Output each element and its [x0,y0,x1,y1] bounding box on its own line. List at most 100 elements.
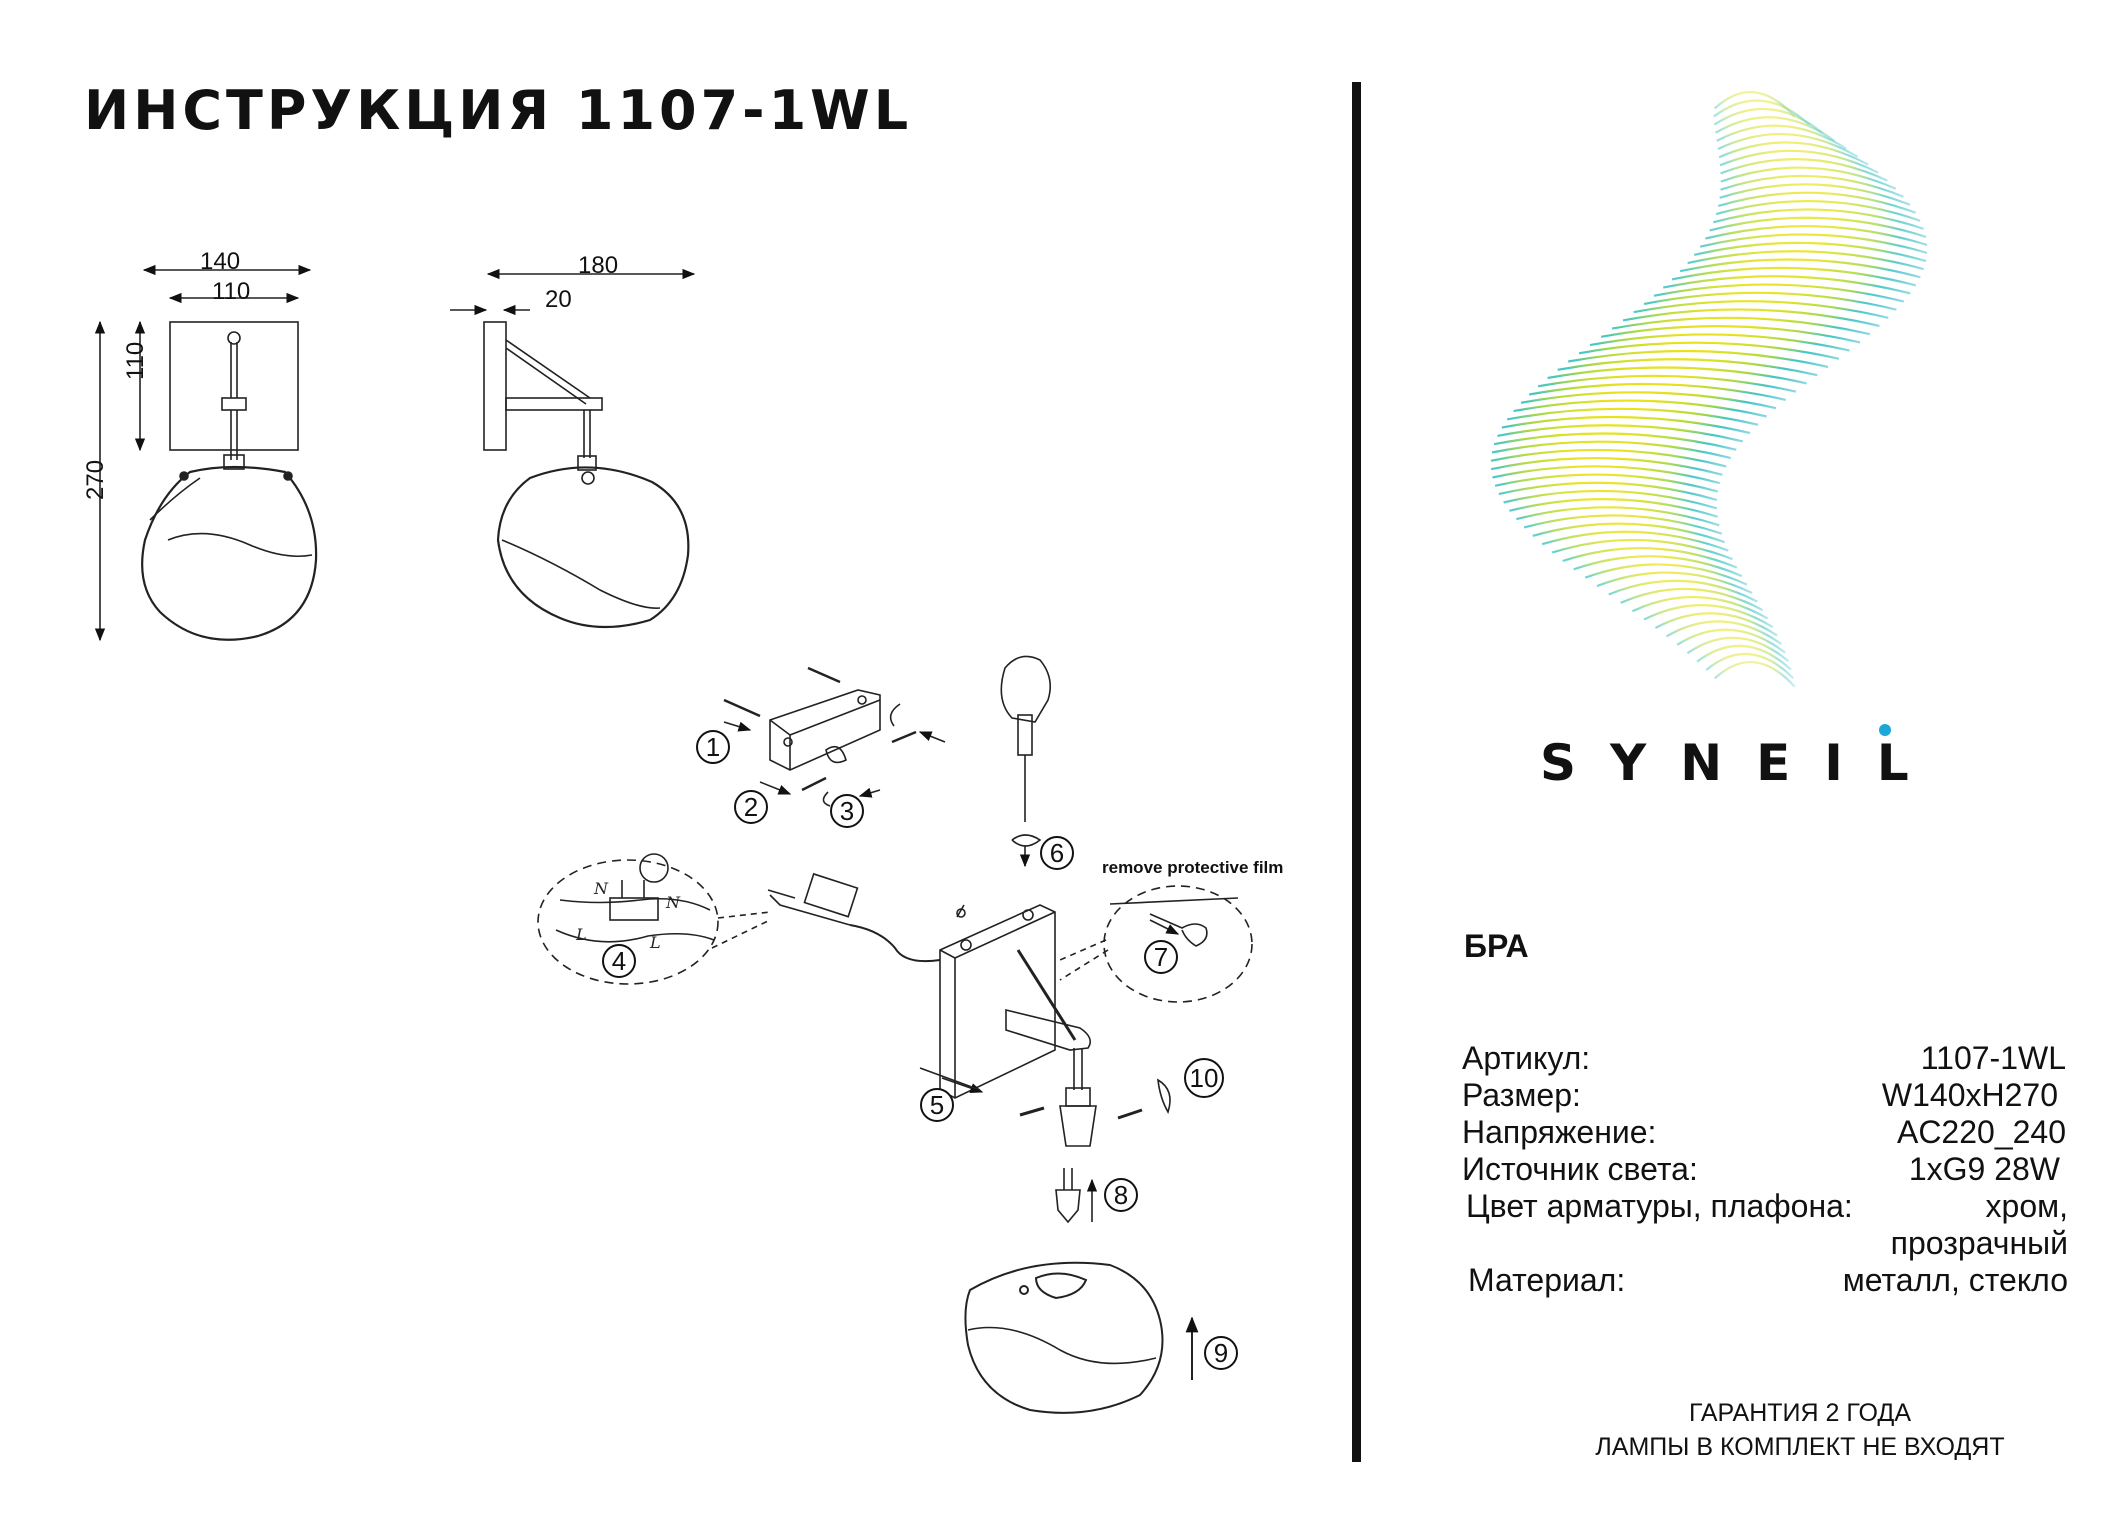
logo-stripe [1541,530,1729,552]
spec-row-size: Размер:W140xH270 [1462,1077,2068,1114]
step-6: 6 [1040,836,1074,870]
side-view-drawing [450,268,696,629]
logo-stripe [1693,241,1927,263]
wall-box-drawing [767,872,1171,1147]
spec-row-light-source: Источник света:1xG9 28W [1462,1151,2068,1188]
logo-stripe [1705,225,1928,247]
assembly-shade-drawing [964,1261,1199,1414]
logo-stripe [1713,90,1796,118]
syneil-logo-mark [1490,90,1928,688]
front-view-drawing [94,264,318,642]
logo-stripe [1705,652,1794,680]
wall-arm [1005,1008,1091,1051]
logo-stripe [1686,636,1790,663]
logo-stripe [1620,587,1764,612]
spec-table: Артикул:1107-1WL Размер:W140xH270 Напряж… [1462,1040,2068,1299]
logo-stripe [1713,660,1796,688]
spec-value: металл, стекло [1842,1262,2068,1298]
screwdriver-drawing [1000,655,1051,868]
logo-stripe [1498,481,1718,502]
brand-name: SYNEIL [1540,734,1943,792]
logo-stripe [1562,547,1738,569]
spec-value: хром, [1985,1188,2068,1224]
spec-label: Напряжение: [1462,1114,1657,1150]
logo-stripe [1709,216,1927,238]
logo-stripe [1494,473,1719,493]
glass-shade [964,1261,1164,1414]
logo-stripe [1717,191,1916,214]
logo-stripe [1506,407,1759,426]
logo-stripe [1547,366,1807,385]
logo-stripe [1719,149,1879,174]
logo-stripe [1715,199,1921,222]
side-arm [505,339,591,399]
spec-value: прозрачный [1890,1225,2068,1261]
film-detail [1059,885,1253,1003]
spec-label: Размер: [1462,1077,1581,1113]
logo-stripe [1679,258,1921,279]
logo-stripe [1520,391,1777,410]
front-glass-shade [141,465,318,641]
note-remove-film: remove protective film [1102,858,1284,877]
step-4: 4 [602,944,636,978]
logo-stripe [1696,644,1792,671]
logo-stripe [1699,233,1928,255]
dim-height-base: 110 [122,341,149,380]
wire-label-n: N [593,879,609,898]
logo-stripe [1551,538,1733,561]
screw [801,776,827,792]
logo-stripe [1584,563,1748,586]
logo-stripe [1631,595,1769,620]
logo-stripe [1529,382,1787,401]
logo-stripe [1665,620,1782,645]
vertical-divider [1352,82,1361,1462]
step-7: 7 [1144,940,1178,974]
hand [1000,655,1051,723]
logo-stripe [1513,399,1767,418]
logo-stripe [1671,266,1917,287]
logo-stripe [1720,174,1904,198]
logo-stripe [1516,506,1720,527]
logo-stripe [1633,300,1889,319]
step-9: 9 [1204,1336,1238,1370]
dim-height-total: 270 [82,459,109,500]
logo-stripe [1509,498,1719,518]
logo-stripe [1600,325,1861,344]
wire-label-n: N [665,893,681,912]
step-5: 5 [920,1088,954,1122]
side-wall-plate [483,321,507,451]
logo-stripe [1497,424,1744,443]
wire-label-l: L [649,933,661,952]
logo-stripe [1720,166,1897,190]
dim-width-total: 140 [200,248,241,275]
spec-label: Материал: [1468,1262,1626,1298]
wiring-detail: N N L L [537,853,771,985]
spec-label: Цвет арматуры, плафона: [1466,1188,1853,1224]
logo-stripe [1643,291,1897,311]
wire-label-l: L [575,925,587,944]
logo-stripe [1490,457,1723,476]
logo-stripe [1503,489,1718,510]
dim-depth-base: 20 [545,286,572,313]
logo-stripe [1713,107,1823,134]
spec-value: AC220_240 [1896,1114,2066,1150]
anchor-plug [807,666,841,684]
logo-stripe [1490,448,1727,468]
step-2: 2 [734,790,768,824]
g9-bulb [1055,1189,1081,1224]
step-3: 3 [830,794,864,828]
logo-stripe [1568,349,1829,369]
dim-width-base: 110 [212,278,251,305]
logo-stripe [1557,358,1818,377]
logo-stripe [1687,250,1924,271]
logo-stripe [1537,374,1797,393]
front-screw [227,331,241,345]
logo-stripe [1714,116,1836,142]
logo-stripe [1717,132,1859,158]
logo-stripe [1589,333,1850,352]
logo-stripe [1573,555,1743,578]
logo-stripe [1493,432,1737,451]
step-8: 8 [1104,1178,1138,1212]
logo-stripe [1501,415,1751,435]
logo-stripe [1523,514,1723,535]
